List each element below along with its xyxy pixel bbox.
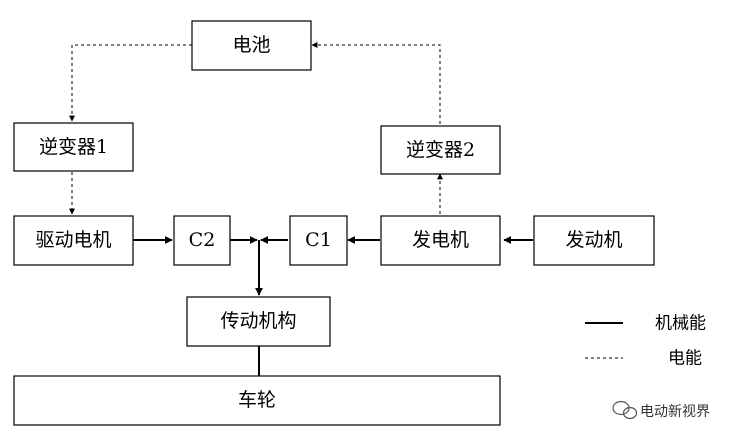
battery-to-inverter1-link <box>69 44 192 122</box>
inverter2-label: 逆变器2 <box>406 139 475 161</box>
legend: 机械能 电能 <box>585 314 706 369</box>
c2-box: C2 <box>173 215 231 266</box>
drive-motor-box: 驱动电机 <box>13 215 134 266</box>
wechat-icon <box>612 400 638 420</box>
generator-box: 发电机 <box>380 215 501 266</box>
battery-label: 电池 <box>232 34 270 56</box>
battery-box: 电池 <box>191 20 312 71</box>
transmission-box: 传动机构 <box>186 296 331 347</box>
inverter2-box: 逆变器2 <box>380 125 501 175</box>
inverter1-label: 逆变器1 <box>39 136 108 158</box>
c1-label: C1 <box>305 229 332 251</box>
generator-label: 发电机 <box>412 229 469 251</box>
legend-mechanical-label: 机械能 <box>655 314 706 334</box>
inverter2-to-battery-link <box>311 42 441 124</box>
wheels-label: 车轮 <box>238 389 276 411</box>
drive-motor-label: 驱动电机 <box>35 229 111 251</box>
engine-box: 发动机 <box>533 215 655 266</box>
engine-label: 发动机 <box>565 229 622 251</box>
watermark-text: 电动新视界 <box>640 404 710 420</box>
wheels-box: 车轮 <box>13 375 501 426</box>
connectors <box>69 42 533 376</box>
inverter1-box: 逆变器1 <box>13 122 134 172</box>
transmission-label: 传动机构 <box>220 310 296 332</box>
c2-label: C2 <box>189 229 216 251</box>
watermark: 电动新视界 <box>612 400 710 420</box>
c1-box: C1 <box>289 215 348 266</box>
legend-electrical-label: 电能 <box>668 349 702 369</box>
